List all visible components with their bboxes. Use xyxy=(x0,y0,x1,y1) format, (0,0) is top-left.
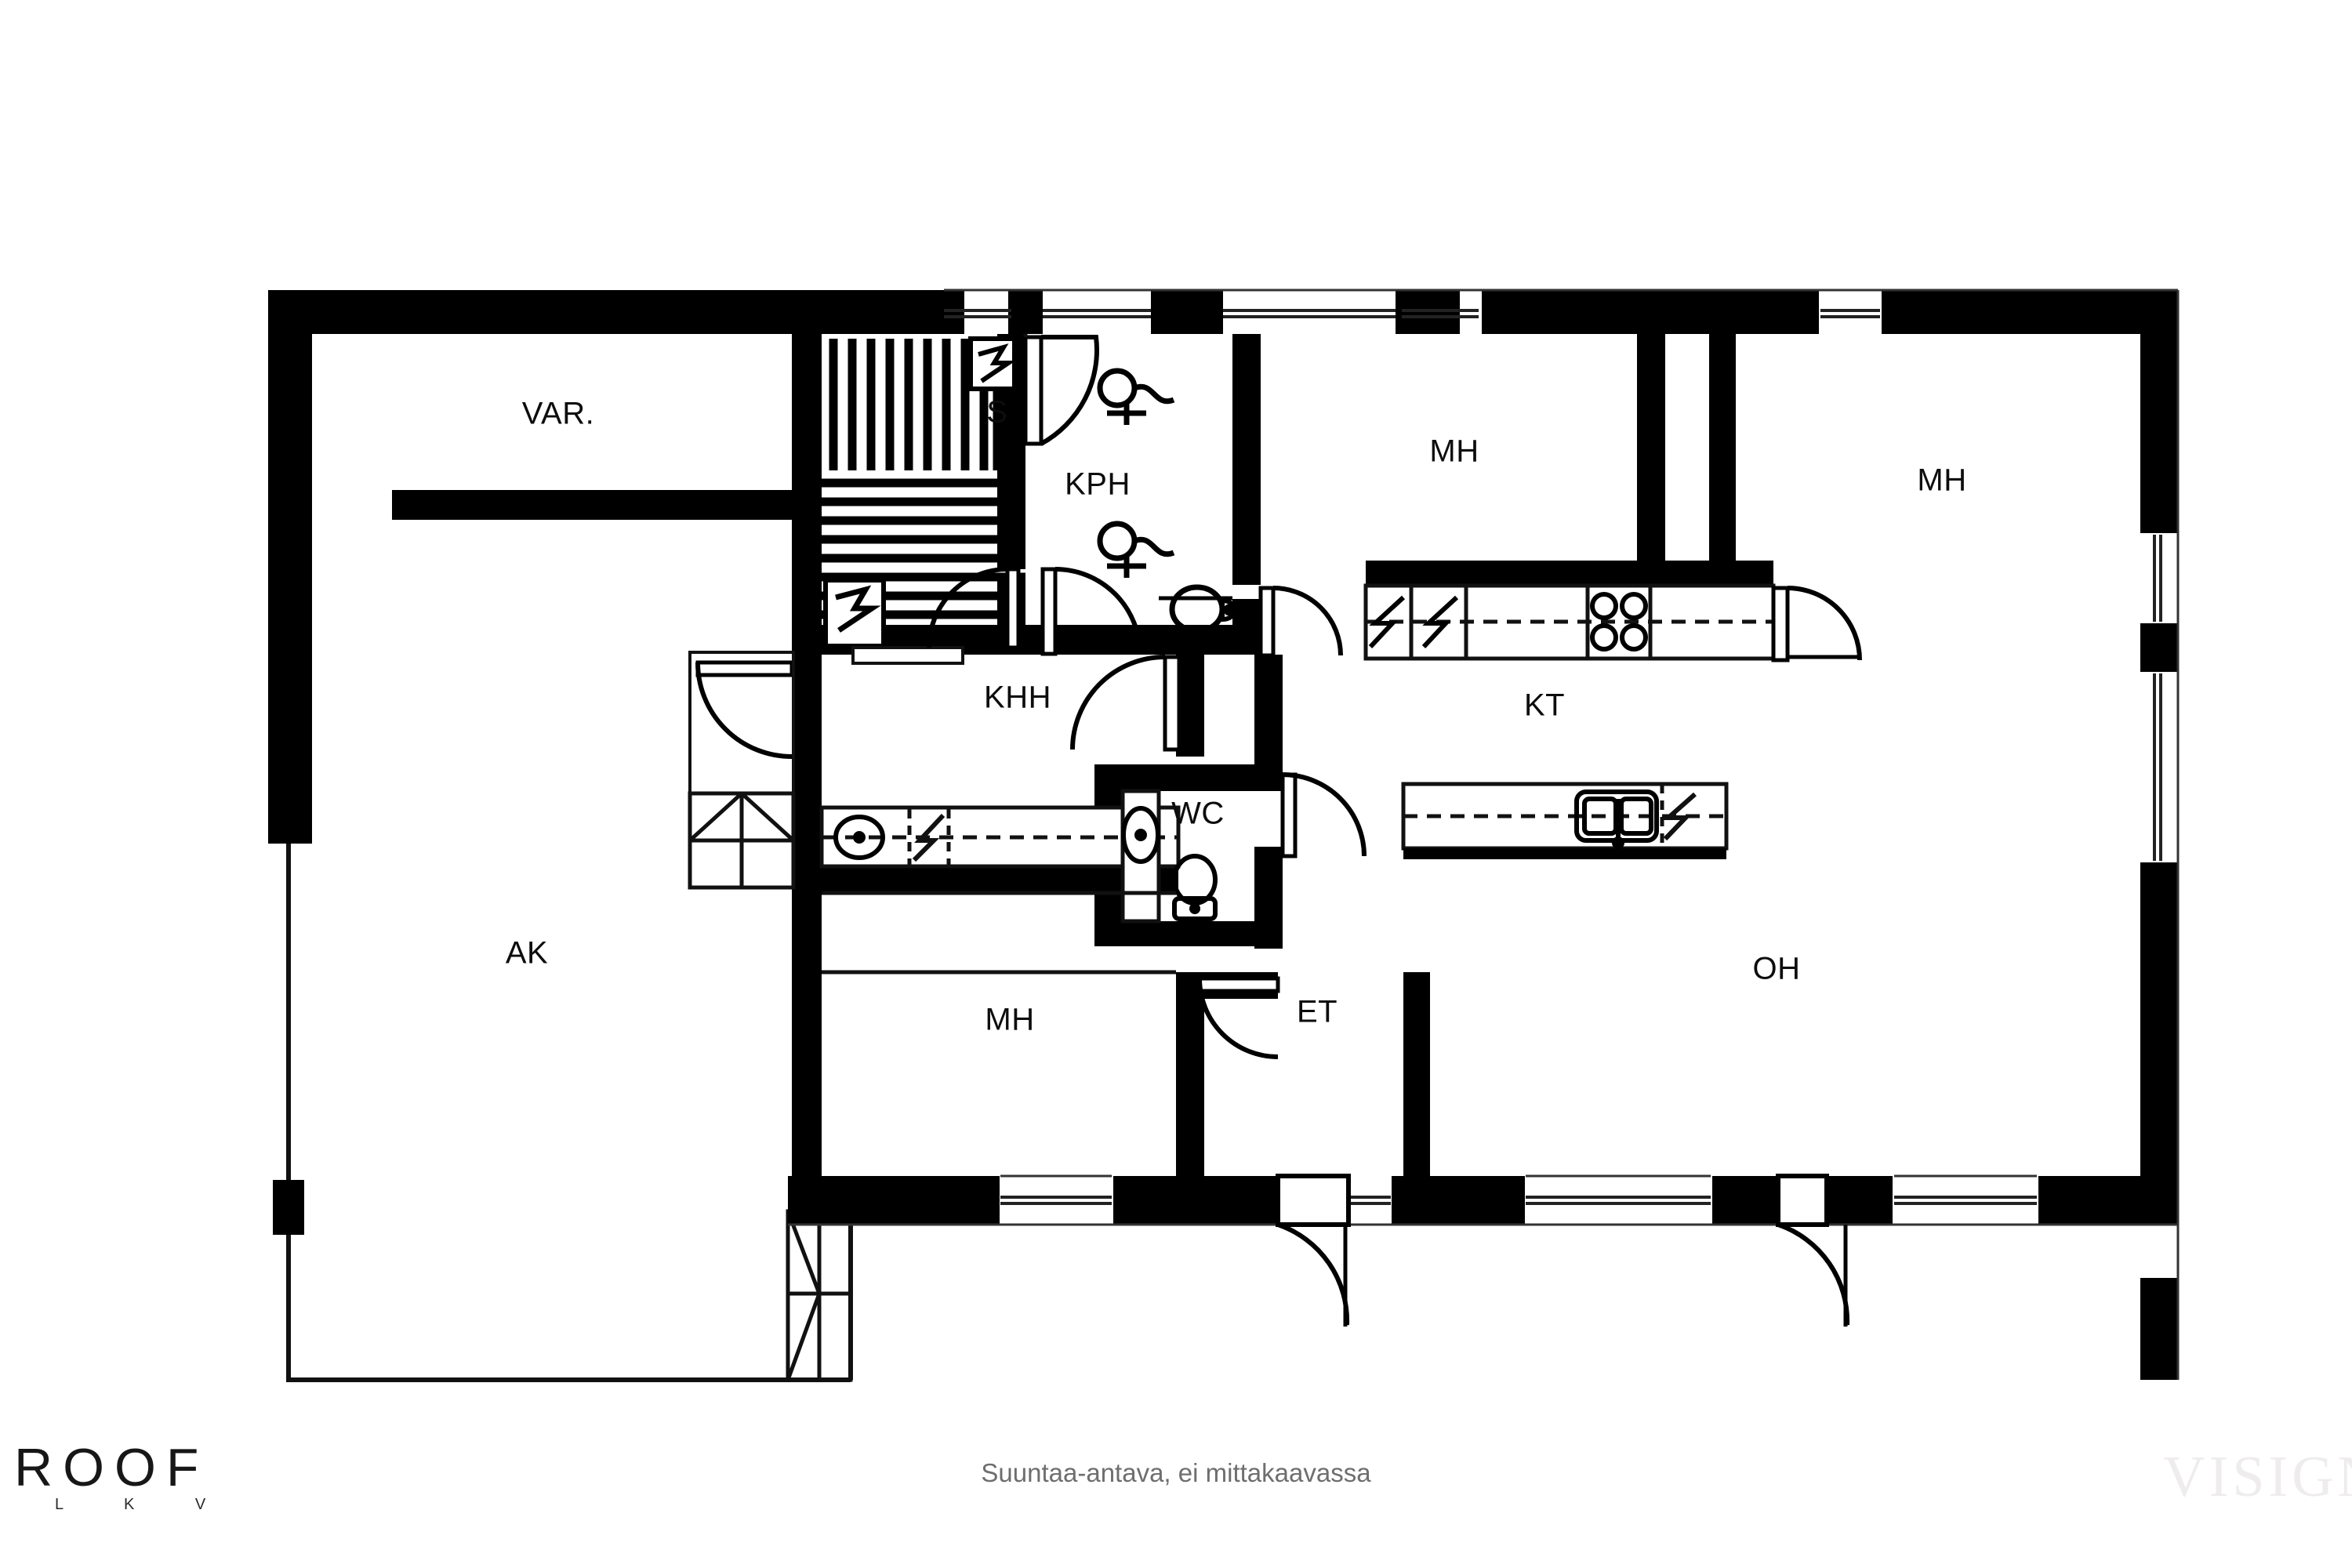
door-kt-left xyxy=(1258,586,1343,658)
room-label-ak: AK xyxy=(506,936,548,971)
window-bottom-2 xyxy=(1348,1196,1391,1205)
window-bottom-4 xyxy=(1894,1196,2037,1205)
cooktop-icon xyxy=(1590,592,1648,652)
kph-fixtures xyxy=(1097,368,1237,634)
khh-fixtures xyxy=(819,805,1181,869)
wc-toilet-icon xyxy=(1172,854,1218,921)
dishwasher-symbol xyxy=(1662,792,1697,841)
window-right-1 xyxy=(2153,535,2162,622)
door-kph xyxy=(1040,567,1142,656)
room-label-oh: OH xyxy=(1753,952,1801,986)
watermark-text: VISIGN xyxy=(2163,1445,2352,1509)
windows xyxy=(944,309,2162,1205)
cabinet-strip xyxy=(851,646,964,665)
window-top-5 xyxy=(1820,309,1880,318)
room-label-kt: KT xyxy=(1524,688,1565,723)
brand-logo: ROOF L K V xyxy=(14,1441,234,1514)
wc-sink-icon xyxy=(1121,806,1160,864)
door-exterior-khh xyxy=(688,651,795,795)
doors xyxy=(688,335,1862,1327)
shower-icon-1 xyxy=(1097,368,1175,425)
appliance-symbol-1 xyxy=(1368,595,1406,649)
door-tech-room xyxy=(927,567,1021,650)
room-label-s: S xyxy=(986,395,1007,430)
appliance-symbol-2 xyxy=(1421,595,1459,649)
interior-walls xyxy=(392,290,1773,1178)
sauna-fixtures xyxy=(822,336,1025,665)
room-label-kph: KPH xyxy=(1065,467,1131,502)
technical-box-icon xyxy=(823,578,886,648)
sauna-heater-icon xyxy=(968,336,1017,391)
stairs-khh xyxy=(688,791,796,890)
door-wc xyxy=(1280,772,1367,858)
door-khh xyxy=(1070,655,1181,752)
door-sauna xyxy=(1023,335,1099,446)
window-top-3 xyxy=(1223,309,1396,318)
room-label-et: ET xyxy=(1297,995,1338,1029)
room-label-khh: KHH xyxy=(984,681,1051,715)
scale-disclaimer: Suuntaa-antava, ei mittakaavassa xyxy=(981,1458,1371,1487)
window-top-2 xyxy=(1043,309,1151,318)
toilet-icon-kph xyxy=(1169,584,1237,634)
wc-fixtures xyxy=(1120,789,1218,924)
door-mh-right xyxy=(1771,586,1862,662)
room-label-mh-right: MH xyxy=(1917,463,1966,498)
window-top-1 xyxy=(944,309,1011,318)
door-mh-bottom xyxy=(1197,976,1280,1059)
room-label-wc: WC xyxy=(1171,797,1225,831)
room-label-mh-bottom: MH xyxy=(985,1003,1034,1037)
window-right-2 xyxy=(2153,673,2162,861)
khh-washer-icon xyxy=(907,809,951,865)
wall-thin-outlines xyxy=(788,289,2180,1380)
window-bottom-3 xyxy=(1526,1196,1711,1205)
door-exterior-entry xyxy=(1276,1174,1351,1327)
brand-name: ROOF xyxy=(14,1438,209,1497)
room-label-var: VAR. xyxy=(522,397,594,431)
brand-subtitle: L K V xyxy=(55,1496,234,1513)
room-label-mh-top: MH xyxy=(1429,434,1479,469)
window-top-4 xyxy=(1402,309,1479,318)
kitchen-sink-icon xyxy=(1574,789,1659,849)
khh-sink-icon xyxy=(833,815,885,860)
shower-icon-2 xyxy=(1097,521,1175,578)
window-bottom-1 xyxy=(1000,1196,1112,1205)
kitchen-fixtures xyxy=(1363,583,1776,859)
door-exterior-living xyxy=(1776,1174,1850,1327)
thin-partitions xyxy=(822,334,1176,975)
page-footer: ROOF L K V Suuntaa-antava, ei mittakaava… xyxy=(0,1427,2352,1568)
